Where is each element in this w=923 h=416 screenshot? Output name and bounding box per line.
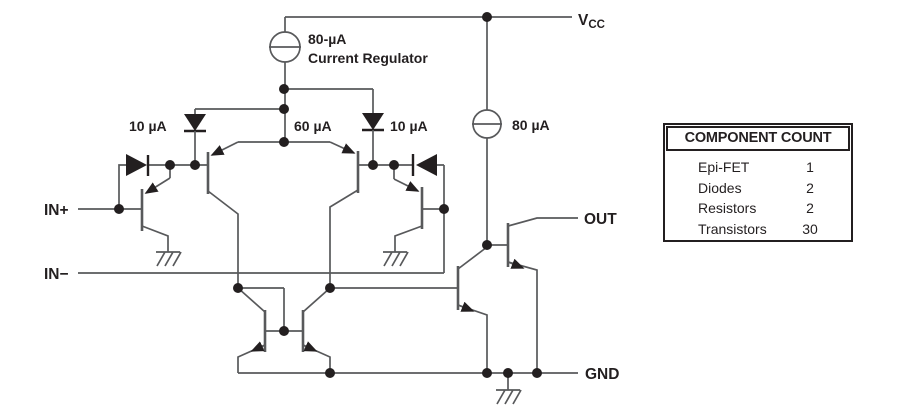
bias-distribution-net — [194, 88, 374, 143]
table-row: Resistors 2 — [665, 198, 851, 219]
row-value: 30 — [802, 220, 818, 237]
output-current-label: 80 µA — [512, 117, 550, 133]
input-pnp-q2 — [206, 141, 239, 288]
row-label: Diodes — [698, 179, 742, 196]
ground-icon — [495, 389, 522, 405]
row-value: 2 — [806, 200, 814, 217]
input-pnp-q4 — [393, 165, 444, 252]
gnd-rail — [238, 372, 578, 390]
vcc-label: VCC — [578, 12, 605, 31]
clamp-diode-in-plus-icon — [126, 154, 150, 176]
in-minus-net — [78, 209, 445, 274]
right-diode-current-label: 10 µA — [390, 118, 428, 134]
current-source-80ua-symbol — [472, 17, 502, 245]
gnd-label: GND — [585, 366, 619, 383]
diode-10ua-right-icon — [362, 113, 384, 165]
table-row: Diodes 2 — [665, 178, 851, 199]
out-label: OUT — [584, 211, 617, 228]
current-regulator-symbol — [269, 17, 301, 89]
diode-10ua-left-icon — [184, 114, 206, 165]
regulator-value-label: 80-µA — [308, 31, 346, 47]
in-minus-label: IN− — [44, 266, 69, 283]
table-row: Transistors 30 — [665, 219, 851, 240]
row-value: 1 — [806, 159, 814, 176]
regulator-name-label: Current Regulator — [308, 50, 428, 66]
ground-icon — [155, 251, 182, 267]
input-pnp-q1 — [140, 165, 171, 252]
left-diode-current-label: 10 µA — [129, 118, 167, 134]
mirror-base-tie-net — [238, 287, 303, 332]
component-count-table: COMPONENT COUNT Epi-FET 1 Diodes 2 Resis… — [663, 123, 853, 242]
junction-dots — [114, 12, 542, 378]
mirror-right-npn — [301, 287, 331, 373]
mirror-left-npn — [237, 287, 267, 373]
table-row: Epi-FET 1 — [665, 157, 851, 178]
ground-icon — [382, 251, 409, 267]
input-pnp-q3 — [329, 141, 413, 288]
gain-npn-q5 — [456, 246, 488, 373]
row-label: Resistors — [698, 200, 757, 217]
row-label: Epi-FET — [698, 159, 750, 176]
row-value: 2 — [806, 179, 814, 196]
row-label: Transistors — [698, 220, 767, 237]
labels: VCC IN+ IN− OUT GND 80-µA Current Regula… — [44, 12, 619, 383]
output-npn-q6 — [487, 217, 578, 373]
clamp-diode-in-minus-icon — [411, 154, 445, 209]
component-count-title: COMPONENT COUNT — [666, 126, 850, 151]
in-plus-label: IN+ — [44, 202, 69, 219]
tail-current-label: 60 µA — [294, 118, 332, 134]
component-count-body: Epi-FET 1 Diodes 2 Resistors 2 Transisto… — [665, 152, 851, 239]
